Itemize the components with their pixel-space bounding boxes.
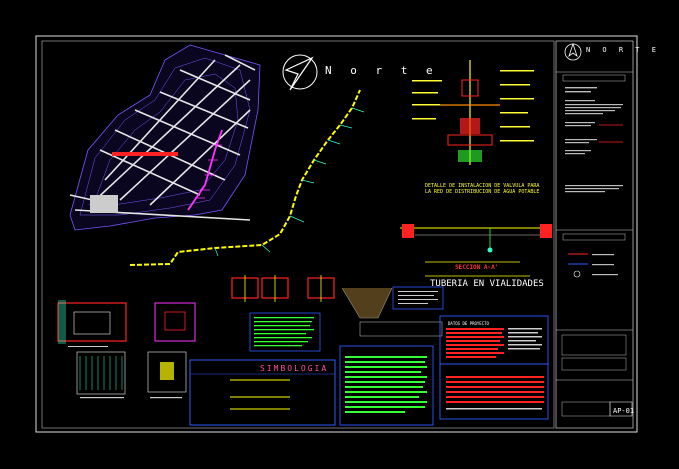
valve-detail-title: DETALLE DE INSTALACION DE VALVULA PARA L… — [425, 183, 540, 195]
section-title: SECCION A-A' — [455, 264, 499, 271]
valve-detail — [412, 60, 534, 165]
north-arrow-icon — [282, 54, 318, 91]
title-block — [555, 40, 634, 429]
legend-box — [189, 359, 336, 426]
outer-frame — [35, 35, 638, 433]
data-table-title: DATOS DE PROYECTO — [448, 321, 489, 326]
manhole-details — [57, 300, 196, 399]
pipe-title: TUBERIA EN VIALIDADES — [430, 279, 544, 289]
inner-frame — [41, 40, 555, 429]
north-label: N o r t e — [325, 64, 439, 77]
trench-detail — [341, 286, 444, 337]
project-data-table — [439, 315, 549, 420]
valve-symbols — [231, 275, 335, 302]
north-label-small: N O R T E — [586, 46, 660, 54]
section-a-a — [400, 224, 552, 277]
notes-green — [249, 312, 321, 352]
water-pipeline — [129, 89, 365, 266]
sheet-id: AP-01 — [613, 407, 635, 415]
notes-box — [339, 345, 434, 426]
north-arrow-small-icon — [564, 42, 582, 61]
legend-title: SIMBOLOGIA — [260, 364, 329, 373]
site-plan — [69, 44, 261, 231]
